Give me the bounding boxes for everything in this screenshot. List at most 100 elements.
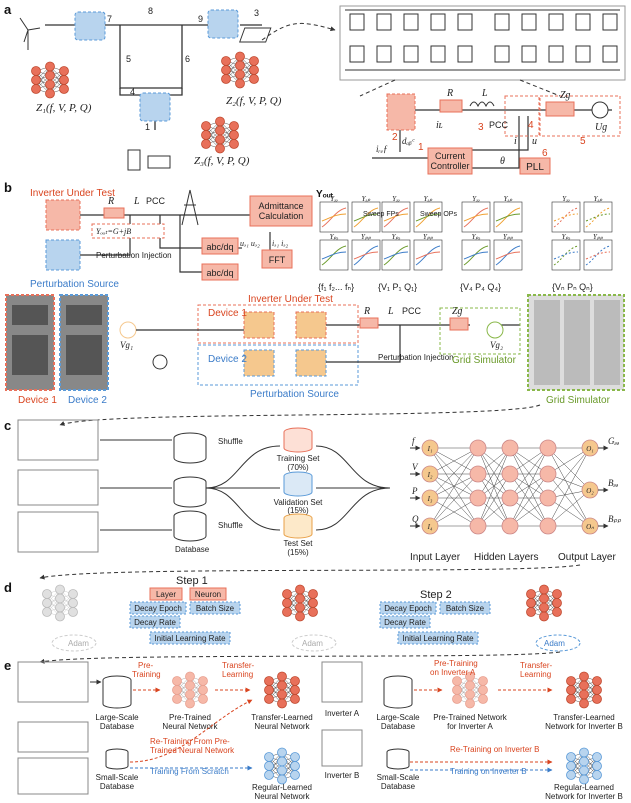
switch-cell xyxy=(430,45,446,63)
u-signals: uₔ₁ uₔ₂ xyxy=(240,239,260,248)
device2-converter-a xyxy=(243,349,275,377)
adam-loop xyxy=(535,634,581,652)
admittance-plot-frame xyxy=(461,201,491,233)
inverter-under-test-box xyxy=(45,199,81,231)
hidden-neuron xyxy=(539,439,557,457)
nn-neuron xyxy=(264,761,274,771)
nn-neuron xyxy=(277,756,287,767)
device1-converter-a xyxy=(243,311,275,339)
hw-label-l: L xyxy=(387,306,394,317)
nn-neuron xyxy=(592,761,602,771)
admittance-plot-frame xyxy=(551,201,581,233)
panel-label-b: b xyxy=(4,180,12,195)
inductor-l xyxy=(469,101,495,108)
nn-neuron xyxy=(452,676,462,686)
hidden-neuron xyxy=(501,465,519,483)
power-network-lines xyxy=(45,24,262,130)
hw-label-r: R xyxy=(363,306,370,317)
fft-label: FFT xyxy=(269,255,286,265)
grid-simulator-photo-detail xyxy=(534,300,620,385)
e-database-icons xyxy=(102,675,413,770)
solar-panel-small-icon xyxy=(147,155,171,169)
admittance-curve xyxy=(415,251,441,260)
hidden-layers-label: Hidden Layers xyxy=(474,552,538,563)
nn-neuron xyxy=(539,593,549,604)
admittance-curve xyxy=(495,213,521,222)
tag-batch-size-2-text: Batch Size xyxy=(446,604,485,613)
nn-neuron xyxy=(42,589,52,599)
tag-decay-epoch-2-text: Decay Epoch xyxy=(384,604,432,613)
admittance-curve xyxy=(585,207,611,228)
e-transfer-learning-2: Transfer-Learning xyxy=(520,661,552,679)
admittance-plot-label: Yₚₔ xyxy=(562,233,571,241)
nn-neuron xyxy=(215,116,225,127)
hidden-neuron xyxy=(469,489,487,507)
nn-neuron xyxy=(526,589,536,599)
switch-cell xyxy=(548,45,564,63)
device1-caption: Device 1 xyxy=(18,395,57,406)
abcdq-label-1: abc/dq xyxy=(206,242,233,252)
c-shuffle-1: Shuffle xyxy=(218,437,243,446)
nn-neuron xyxy=(172,685,182,695)
e-neural-networks xyxy=(172,671,602,785)
switch-cell xyxy=(602,45,618,63)
circuit-labels: R L Zɡ Uɡ PCC iʟ i u dₐᵦᶜ iᵣₑƒ θ 2 3 4 5… xyxy=(376,88,607,167)
abcdq-block-1 xyxy=(201,237,239,255)
hw-zg xyxy=(449,317,469,331)
nn-edge xyxy=(547,447,591,527)
tag-batch-size-1-text: Batch Size xyxy=(196,604,235,613)
nn-neuron xyxy=(198,676,208,686)
label-iref: iᵣₑƒ xyxy=(376,144,388,154)
input-node-label: I₁ xyxy=(427,445,433,453)
tag-initial-lr-1-text: Initial Learning Rate xyxy=(154,634,226,643)
b-resistor xyxy=(103,207,125,219)
hidden-neuron xyxy=(539,465,557,483)
nn-neuron xyxy=(45,79,55,90)
nn-neuron xyxy=(277,774,287,785)
e-training-b: Training on Inverter B xyxy=(450,767,527,776)
label-r: R xyxy=(446,88,453,99)
nn-neuron xyxy=(465,689,475,700)
nn-neuron xyxy=(55,611,65,622)
hw-device1-label: Device 1 xyxy=(208,308,247,319)
yout-formula: Yₒᵤₜ=G+jB xyxy=(96,227,131,236)
input-node-label: I₄ xyxy=(427,523,433,531)
c-to-d-connector xyxy=(39,564,581,580)
e-inverter-a: Inverter A xyxy=(325,709,360,718)
input-variable: Q xyxy=(412,514,419,524)
admittance-plot-label: Yₔₔ xyxy=(472,195,480,203)
matrix-connector xyxy=(359,79,561,97)
nn-neuron xyxy=(478,676,488,686)
switch-cell xyxy=(403,13,419,31)
nn-neuron xyxy=(55,584,65,595)
admittance-plot-label: Yₚₚ xyxy=(423,233,433,241)
switch-cell xyxy=(403,45,419,63)
device2-converter-b xyxy=(295,349,327,377)
node-4: 4 xyxy=(130,87,135,97)
nn-neuron xyxy=(249,74,259,84)
hw-inverter-under-test: Inverter Under Test xyxy=(248,294,333,305)
label-pcc: PCC xyxy=(489,120,509,130)
tag-decay-rate-1-text: Decay Rate xyxy=(134,618,176,627)
nn-neuron xyxy=(264,752,274,762)
nn-neuron xyxy=(249,56,259,66)
transformer-icon xyxy=(152,354,168,370)
nn-edge xyxy=(547,447,591,499)
impedance-z3: Z₃(f, V, P, Q) xyxy=(194,155,250,167)
admittance-curve xyxy=(353,213,379,222)
nn-neuron xyxy=(566,761,576,771)
admittance-curve xyxy=(415,213,441,222)
panel-label-c: c xyxy=(4,418,11,433)
nn-neuron xyxy=(277,689,287,700)
test-set-db xyxy=(283,513,313,539)
neural-network-d3 xyxy=(526,584,562,622)
node-labels: 7 8 9 3 5 6 4 1 xyxy=(107,6,259,132)
hidden-neuron xyxy=(501,489,519,507)
nn-edge xyxy=(477,447,511,499)
nn-neuron xyxy=(290,770,300,780)
admittance-curve xyxy=(321,251,347,260)
nn-edge xyxy=(477,447,511,527)
wind-turbine-icon xyxy=(19,17,41,50)
switch-cell xyxy=(575,45,591,63)
